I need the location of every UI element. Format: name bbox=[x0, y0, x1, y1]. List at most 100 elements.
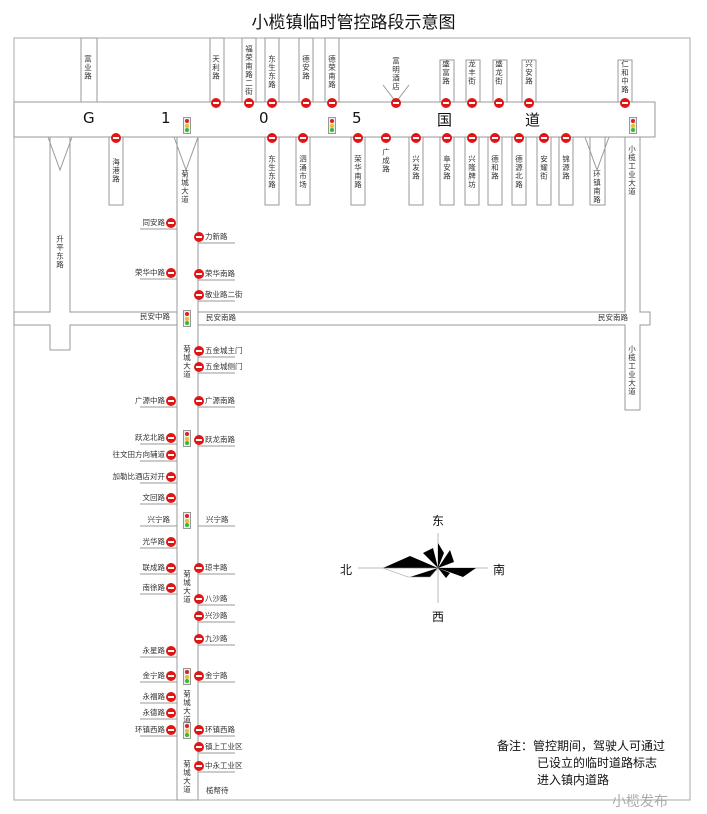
compass-west-label: 西 bbox=[432, 610, 445, 624]
road-surface bbox=[625, 137, 640, 410]
no-entry-sign-icon bbox=[391, 98, 401, 108]
road-label-south: 小榄工业大道 bbox=[627, 145, 637, 196]
road-label-south: 海港路 bbox=[111, 158, 121, 184]
road-surface bbox=[465, 137, 479, 205]
no-entry-sign-icon bbox=[442, 133, 452, 143]
road-surface bbox=[198, 312, 650, 325]
road-surface bbox=[351, 137, 365, 205]
no-entry-sign-icon bbox=[327, 98, 337, 108]
traffic-light-icon bbox=[183, 310, 191, 327]
road-label-left: 永星路 bbox=[142, 646, 166, 655]
no-entry-sign-icon bbox=[166, 583, 176, 593]
road-surface bbox=[50, 137, 70, 350]
road-label-north: 兴安路 bbox=[524, 60, 534, 86]
road-label-right: 金宁路 bbox=[205, 671, 228, 680]
road-surface bbox=[210, 38, 224, 102]
no-entry-sign-icon bbox=[301, 98, 311, 108]
road-label-left: 金宁路 bbox=[142, 671, 166, 680]
highway-g105-letter: 国 bbox=[437, 111, 453, 129]
note-line-1: 备注：管控期间，驾驶人可通过 bbox=[497, 739, 666, 753]
road-label-left: 同安路 bbox=[142, 218, 166, 227]
compass-north-label: 北 bbox=[340, 563, 353, 577]
road-label-left: 永德路 bbox=[142, 708, 166, 717]
road-label-north: 盛富路 bbox=[441, 60, 451, 86]
road-label-south: 阜安路 bbox=[442, 155, 452, 181]
road-surface bbox=[559, 137, 573, 205]
compass-petal bbox=[438, 543, 444, 568]
road-surface bbox=[493, 60, 507, 102]
road-label-right: 民安南路 bbox=[206, 313, 236, 322]
compass-petal bbox=[383, 556, 438, 568]
road-surface bbox=[590, 137, 605, 205]
compass-outline bbox=[382, 567, 439, 578]
compass-petal bbox=[438, 568, 476, 577]
no-entry-sign-icon bbox=[194, 290, 204, 300]
road-label-left: 文回路 bbox=[142, 493, 166, 502]
compass-petal bbox=[438, 550, 454, 568]
no-entry-sign-icon bbox=[166, 218, 176, 228]
compass-petal bbox=[410, 568, 438, 577]
road-label-right: 八沙路 bbox=[205, 594, 228, 603]
no-entry-sign-icon bbox=[298, 133, 308, 143]
junction-wedge bbox=[584, 136, 610, 172]
no-entry-sign-icon bbox=[494, 98, 504, 108]
road-surface bbox=[466, 60, 480, 102]
road-label-right: 五金城侧门 bbox=[205, 362, 243, 371]
road-label-south: 环镇南路 bbox=[592, 170, 602, 204]
no-entry-sign-icon bbox=[194, 269, 204, 279]
road-label-right: 兴宁路 bbox=[206, 515, 229, 524]
no-entry-sign-icon bbox=[353, 133, 363, 143]
no-entry-sign-icon bbox=[381, 133, 391, 143]
no-entry-sign-icon bbox=[194, 725, 204, 735]
road-label-left: 跃龙北路 bbox=[135, 433, 165, 442]
no-entry-sign-icon bbox=[194, 346, 204, 356]
road-label-north: 德安路 bbox=[301, 55, 311, 81]
road-surface bbox=[488, 137, 502, 205]
road-surface bbox=[440, 60, 454, 102]
road-surface bbox=[537, 137, 551, 205]
road-surface bbox=[296, 137, 310, 205]
no-entry-sign-icon bbox=[194, 594, 204, 604]
road-label-south: 东生东路 bbox=[267, 155, 277, 189]
road-label-north: 东生东路 bbox=[267, 55, 277, 89]
road-surface bbox=[512, 137, 526, 205]
road-label-north: 龙丰街 bbox=[467, 60, 477, 86]
no-entry-sign-icon bbox=[194, 761, 204, 771]
road-label-right: 力新路 bbox=[205, 232, 228, 241]
road-label-left: 环镇西路 bbox=[135, 725, 165, 734]
road-label-south: 兴隆牌坊 bbox=[467, 155, 477, 189]
road-label-south: 广成路 bbox=[381, 148, 391, 174]
road-surface bbox=[325, 38, 339, 102]
road-label-left: 荣华中路 bbox=[135, 268, 165, 277]
road-label-north: 仁和中路 bbox=[620, 60, 630, 94]
compass-petal bbox=[423, 548, 438, 568]
no-entry-sign-icon bbox=[441, 98, 451, 108]
road-label-industrial-ave: 小榄工业大道 bbox=[627, 345, 637, 396]
road-label-left: 联成路 bbox=[142, 563, 166, 572]
road-label-right: 九沙路 bbox=[205, 634, 228, 643]
highway-g105-letter: 道 bbox=[525, 111, 541, 129]
no-entry-sign-icon bbox=[166, 433, 176, 443]
no-entry-sign-icon bbox=[411, 133, 421, 143]
compass-icon bbox=[358, 533, 488, 603]
road-surface bbox=[522, 60, 536, 102]
no-entry-sign-icon bbox=[539, 133, 549, 143]
no-entry-sign-icon bbox=[194, 435, 204, 445]
road-label-south: 荣华南路 bbox=[353, 155, 363, 189]
road-surface bbox=[177, 137, 198, 800]
no-entry-sign-icon bbox=[467, 98, 477, 108]
road-label-south: 菊城大道 bbox=[180, 170, 190, 204]
road-surface bbox=[14, 312, 177, 325]
no-entry-sign-icon bbox=[267, 133, 277, 143]
road-label-right: 荣华南路 bbox=[205, 269, 235, 278]
no-entry-sign-icon bbox=[561, 133, 571, 143]
road-label-right: 敬业路二街 bbox=[205, 290, 243, 299]
note-line-2: 已设立的临时道路标志 bbox=[537, 756, 658, 770]
highway-g105-letter: 0 bbox=[259, 109, 269, 127]
junction-wedge bbox=[47, 136, 73, 172]
road-label-right: 兴沙路 bbox=[205, 611, 228, 620]
road-label-left: 往文田方向辅道 bbox=[112, 450, 166, 459]
main-avenue-label: 菊城大道 bbox=[182, 345, 192, 379]
no-entry-sign-icon bbox=[267, 98, 277, 108]
no-entry-sign-icon bbox=[194, 362, 204, 372]
